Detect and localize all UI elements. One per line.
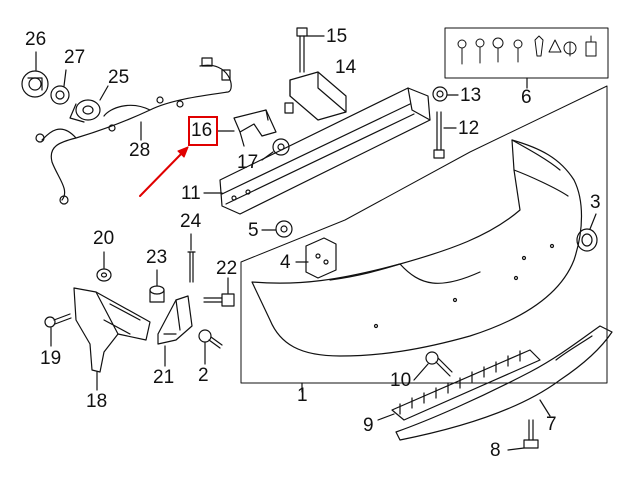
bumper-cover [251,139,583,357]
callout-27: 27 [64,47,86,68]
callout-3: 3 [590,192,601,213]
leader-17 [261,151,274,161]
harness-end [35,133,45,143]
callout-10: 10 [390,370,412,391]
callout-26: 26 [25,29,47,50]
kit-fasteners [457,35,597,65]
bolt-15 [296,27,308,73]
bumper-assembly-frame [240,85,608,384]
leader-3 [589,213,597,230]
callout-16: 16 [191,120,213,141]
sensor-ring-26 [21,70,49,98]
callout-19: 19 [40,348,62,369]
callout-1: 1 [297,385,308,406]
callout-25: 25 [108,67,130,88]
callout-18: 18 [86,391,108,412]
callout-14: 14 [335,57,357,78]
bolt-2 [198,329,223,349]
harness-clip [176,100,184,108]
callout-9: 9 [363,415,374,436]
harness-clip [156,96,164,104]
lower-valance-7 [395,325,613,441]
callout-13: 13 [460,85,482,106]
callout-28: 28 [129,140,151,161]
bolt-10 [425,351,453,377]
hardware-kit-box [444,27,609,79]
callout-22: 22 [216,258,238,279]
callout-21: 21 [153,367,175,388]
callout-15: 15 [326,26,348,47]
parking-sensor-25 [69,99,101,123]
bracket-4 [305,237,337,279]
leader-7 [539,399,551,417]
callout-6: 6 [521,87,532,108]
callout-4: 4 [280,252,291,273]
harness-connector-b [221,69,231,81]
callout-5: 5 [248,220,259,241]
highlight-box-16 [188,116,218,146]
callout-11: 11 [181,183,201,204]
pointer-arrowhead [177,146,189,158]
washer-20 [96,268,112,282]
retainer-17 [272,138,290,156]
leader-8 [507,447,525,451]
pointer-arrow [139,151,184,197]
callout-20: 20 [93,228,115,249]
bracket-21 [157,295,193,345]
callout-2: 2 [198,365,209,386]
leader-25 [99,85,109,101]
callout-17: 17 [237,152,259,173]
bolt-12 [433,111,445,159]
bracket-16 [233,109,277,147]
callout-24: 24 [180,211,202,232]
callout-23: 23 [146,247,168,268]
screw-19 [44,313,72,328]
callout-7: 7 [546,414,557,435]
callout-12: 12 [458,118,480,139]
rod-24 [187,251,196,283]
impact-bar [219,87,431,215]
bracket-14 [289,71,347,121]
sensor-ring-27 [50,85,70,105]
trim-ring-3 [576,228,598,252]
harness-clip [108,124,116,132]
bolt-22 [203,293,235,307]
callout-8: 8 [490,440,501,461]
harness-end [59,195,69,205]
nut-13 [432,86,448,102]
clip-5 [275,220,293,238]
side-bracket-18 [73,287,151,373]
leader-27 [63,69,67,87]
diffuser-9 [391,349,541,421]
leader-10 [413,363,429,381]
leader-9 [377,413,395,421]
harness-connector-a [201,57,213,67]
clip-23 [149,285,165,303]
bolt-8 [523,419,539,449]
harness-connector-c [284,102,294,114]
